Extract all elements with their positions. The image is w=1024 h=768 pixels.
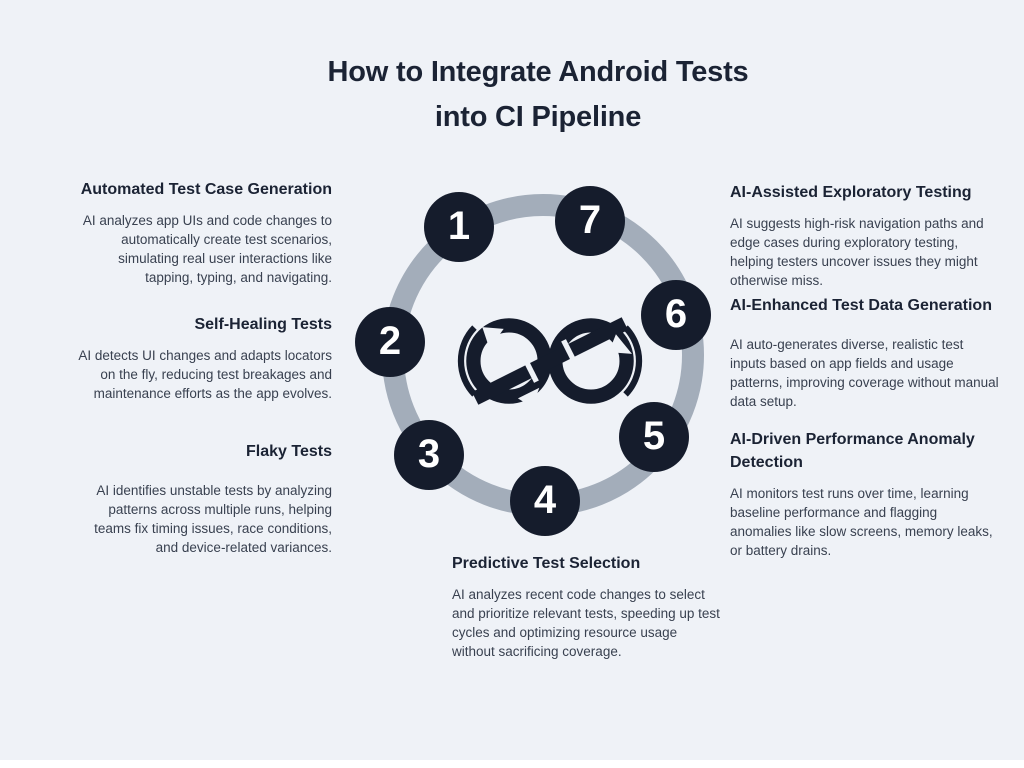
step-3-description: AI identifies unstable tests by analyzin… (94, 483, 332, 555)
infinity-loop-icon (457, 317, 643, 408)
step-1-number: 1 (447, 204, 471, 248)
step-2-number: 2 (378, 319, 402, 363)
step-node-1: 1 (424, 192, 494, 262)
cycle-diagram: 1 2 3 4 5 6 7 (355, 180, 725, 540)
step-3-title: Flaky Tests (246, 443, 332, 460)
step-block-1: Automated Test Case Generation AI analyz… (70, 178, 332, 287)
step-node-2: 2 (355, 307, 425, 377)
step-6-number: 6 (664, 292, 688, 336)
step-node-7: 7 (555, 186, 625, 256)
step-block-6: AI-Enhanced Test Data Generation AI auto… (730, 294, 1000, 411)
step-7-description: AI suggests high-risk navigation paths a… (730, 216, 984, 288)
step-1-title: Automated Test Case Generation (80, 181, 332, 198)
step-4-number: 4 (533, 478, 557, 522)
step-7-title: AI-Assisted Exploratory Testing (730, 184, 972, 201)
step-3-number: 3 (417, 432, 441, 476)
step-node-4: 4 (510, 466, 580, 536)
step-block-3: Flaky Tests AI identifies unstable tests… (70, 440, 332, 557)
step-block-4: Predictive Test Selection AI analyzes re… (452, 552, 720, 661)
step-node-3: 3 (394, 420, 464, 490)
step-block-7: AI-Assisted Exploratory Testing AI sugge… (730, 181, 1000, 290)
page-title-line-2: into CI Pipeline (434, 101, 642, 133)
step-2-description: AI detects UI changes and adapts locator… (78, 348, 332, 401)
page-title-line-1: How to Integrate Android Tests (327, 56, 749, 88)
step-4-title: Predictive Test Selection (452, 555, 641, 572)
step-block-5: AI-Driven Performance Anomaly Detection … (730, 428, 1000, 560)
step-node-6: 6 (641, 280, 711, 350)
step-2-title: Self-Healing Tests (194, 316, 332, 333)
step-5-description: AI monitors test runs over time, learnin… (730, 486, 993, 558)
step-1-description: AI analyzes app UIs and code changes to … (82, 213, 332, 285)
bottom-edge-strip (0, 760, 1024, 768)
step-5-number: 5 (642, 414, 666, 458)
step-5-title: AI-Driven Performance Anomaly Detection (730, 431, 975, 471)
step-node-5: 5 (619, 402, 689, 472)
step-6-description: AI auto-generates diverse, realistic tes… (730, 337, 999, 409)
step-block-2: Self-Healing Tests AI detects UI changes… (70, 313, 332, 403)
step-4-description: AI analyzes recent code changes to selec… (452, 587, 720, 659)
page-title: How to Integrate Android Tests into CI P… (258, 50, 818, 140)
step-7-number: 7 (578, 198, 602, 242)
step-6-title: AI-Enhanced Test Data Generation (730, 297, 992, 314)
